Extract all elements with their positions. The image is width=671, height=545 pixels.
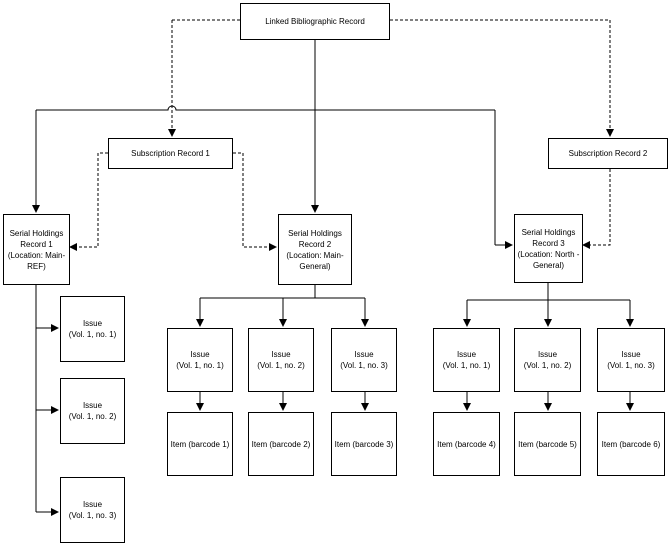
- item-barcode-5-node: Item (barcode 5): [514, 412, 581, 476]
- linked-bibliographic-record-node: Linked Bibliographic Record: [240, 3, 390, 40]
- item-barcode-2-node: Item (barcode 2): [248, 412, 314, 476]
- h2-issue-1-node: Issue (Vol. 1, no. 1): [167, 328, 233, 392]
- item-barcode-4-node: Item (barcode 4): [433, 412, 500, 476]
- h3-issue-2-node: Issue (Vol. 1, no. 2): [514, 328, 581, 392]
- h1-issue-2-node: Issue (Vol. 1, no. 2): [60, 378, 125, 444]
- h2-issue-3-node: Issue (Vol. 1, no. 3): [331, 328, 397, 392]
- connector-sub2-to-holdings-3: [582, 169, 611, 249]
- h1-issue-3-node: Issue (Vol. 1, no. 3): [60, 477, 125, 543]
- item-barcode-1-node: Item (barcode 1): [167, 412, 233, 476]
- connector-sub1-to-holdings-2: [233, 152, 277, 251]
- h2-issue-2-node: Issue (Vol. 1, no. 2): [248, 328, 314, 392]
- h3-issue-3-node: Issue (Vol. 1, no. 3): [597, 328, 665, 392]
- subscription-record-1-node: Subscription Record 1: [108, 138, 233, 169]
- subscription-record-2-node: Subscription Record 2: [548, 138, 668, 169]
- h3-issue-1-node: Issue (Vol. 1, no. 1): [433, 328, 500, 392]
- serial-holdings-1-node: Serial Holdings Record 1 (Location: Main…: [3, 214, 70, 285]
- item-barcode-6-node: Item (barcode 6): [597, 412, 665, 476]
- serial-holdings-2-node: Serial Holdings Record 2 (Location: Main…: [278, 214, 352, 285]
- connector-sub1-to-holdings-1: [69, 152, 108, 251]
- serial-holdings-3-node: Serial Holdings Record 3 (Location: Nort…: [514, 214, 583, 283]
- item-barcode-3-node: Item (barcode 3): [331, 412, 397, 476]
- h1-issue-1-node: Issue (Vol. 1, no. 1): [60, 296, 125, 362]
- connector-trunk-horizontal: [36, 105, 495, 111]
